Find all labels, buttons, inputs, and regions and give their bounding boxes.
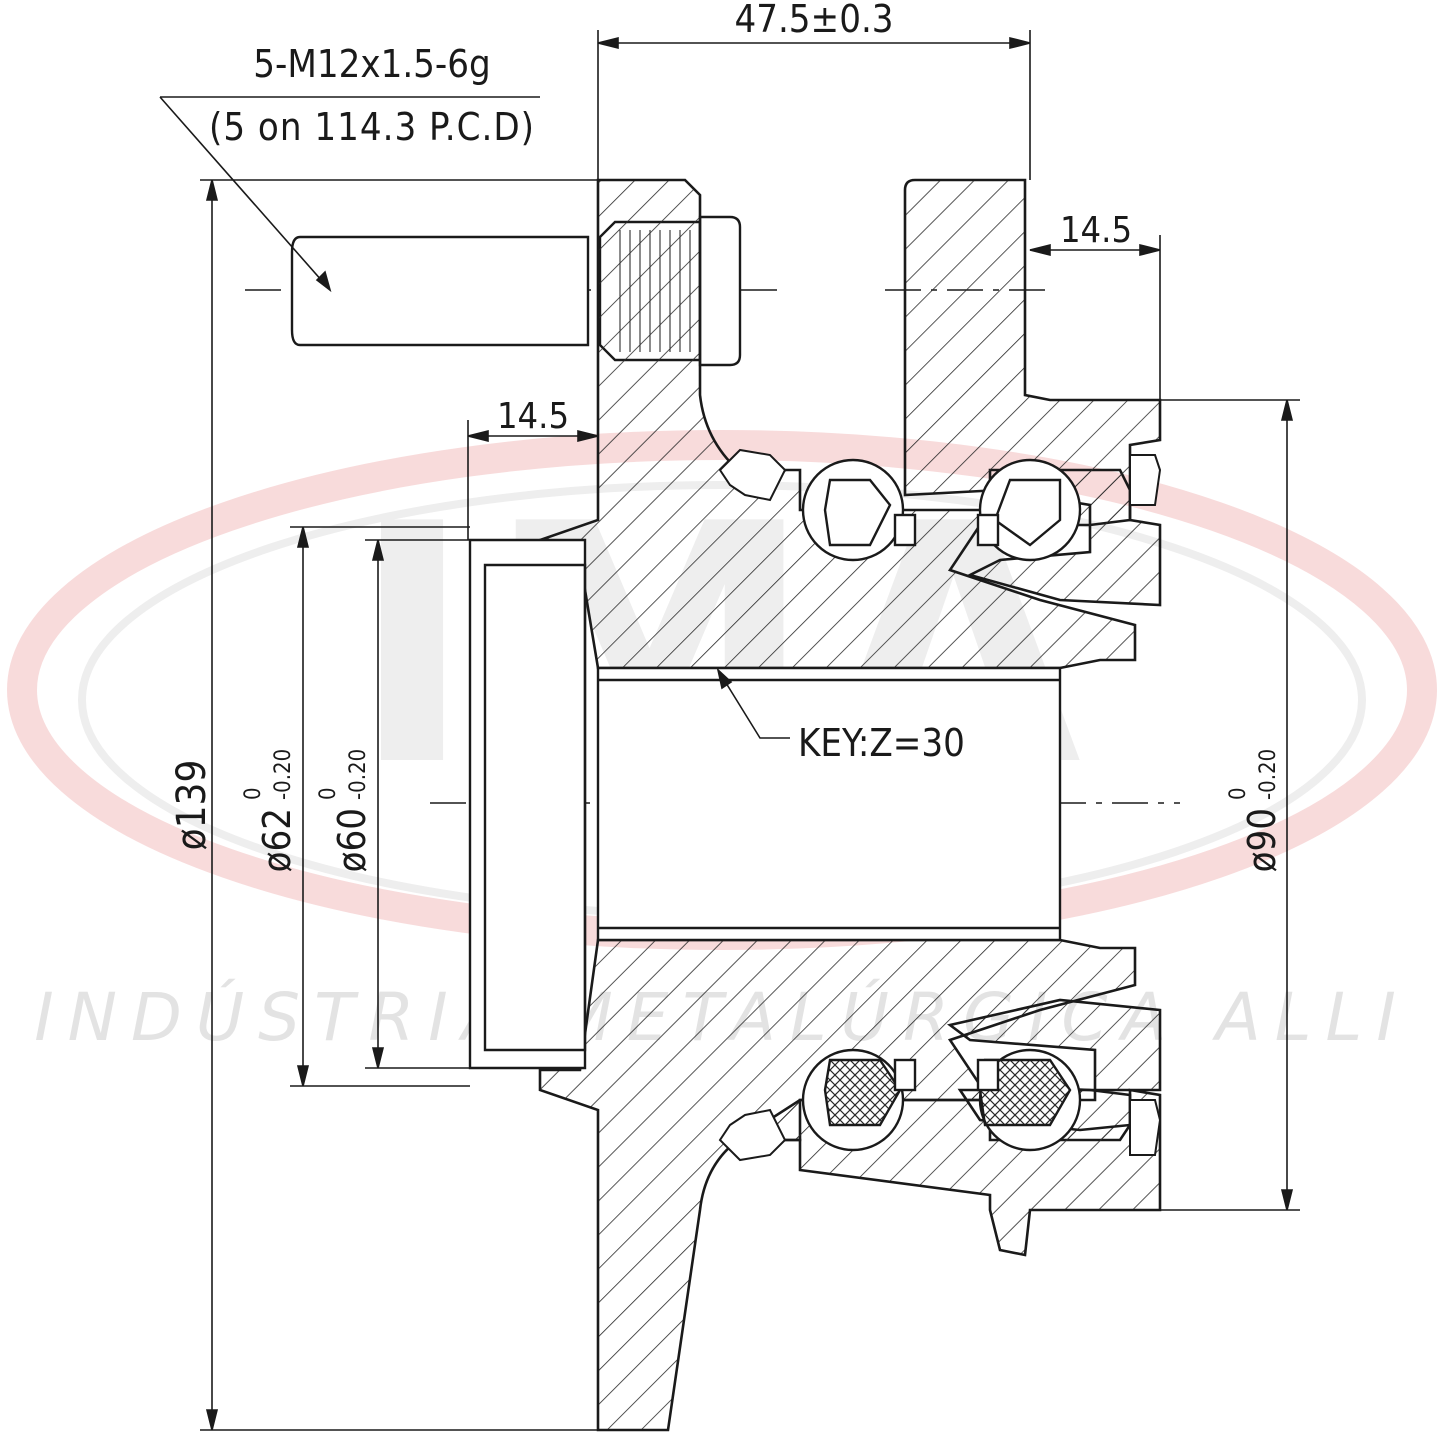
- label-dia-62-tol-lower: -0.20: [271, 749, 296, 800]
- seal-upper-right: [1129, 454, 1162, 506]
- label-dia-90-tol-upper: 0: [1226, 787, 1251, 800]
- bore-pilot: [468, 538, 587, 1070]
- hub-bore: [468, 538, 1062, 1070]
- label-dia-90: ø90: [1240, 808, 1284, 872]
- label-dia-62: ø62: [255, 808, 299, 872]
- label-dia-60-tol-lower: -0.20: [346, 749, 371, 800]
- label-dia-90-tol-lower: -0.20: [1256, 749, 1281, 800]
- bore-spline: [596, 666, 1062, 942]
- label-stud-spec: 5-M12x1.5-6g: [253, 42, 490, 86]
- label-overall-width: 47.5±0.3: [734, 0, 893, 41]
- bore-inner: [483, 563, 587, 1052]
- label-flange-offset: 14.5: [1060, 210, 1132, 251]
- spacer-lower-right: [976, 1058, 1000, 1092]
- stud-shank: [290, 235, 590, 347]
- dimension-labels: 47.5±0.3 5-M12x1.5-6g (5 on 114.3 P.C.D)…: [169, 0, 1284, 872]
- cage-lower-left: [823, 1058, 902, 1127]
- cage-upper-right: [993, 478, 1062, 547]
- label-key-note: KEY:Z=30: [798, 721, 965, 765]
- seal-lower-left: [718, 1108, 787, 1162]
- seals: [718, 448, 1162, 1162]
- seal-upper-left: [718, 448, 787, 502]
- label-pilot-length: 14.5: [497, 396, 569, 437]
- label-dia-60: ø60: [330, 808, 374, 872]
- outer-ring-lower: [733, 998, 1162, 1257]
- seal-lower-right: [1129, 1099, 1162, 1156]
- stud-head: [698, 215, 742, 367]
- spacer-lower-left: [893, 1058, 917, 1092]
- label-dia-139: ø139: [169, 760, 215, 851]
- cage-upper-left: [823, 478, 892, 547]
- spacer-upper-right: [976, 513, 1000, 547]
- label-stud-pcd: (5 on 114.3 P.C.D): [209, 105, 535, 149]
- spacer-upper-left: [893, 513, 917, 547]
- dimension-lines: [159, 30, 1300, 1431]
- bearing-elements: [801, 458, 1082, 1152]
- label-dia-60-tol-upper: 0: [316, 787, 341, 800]
- label-dia-62-tol-upper: 0: [241, 787, 266, 800]
